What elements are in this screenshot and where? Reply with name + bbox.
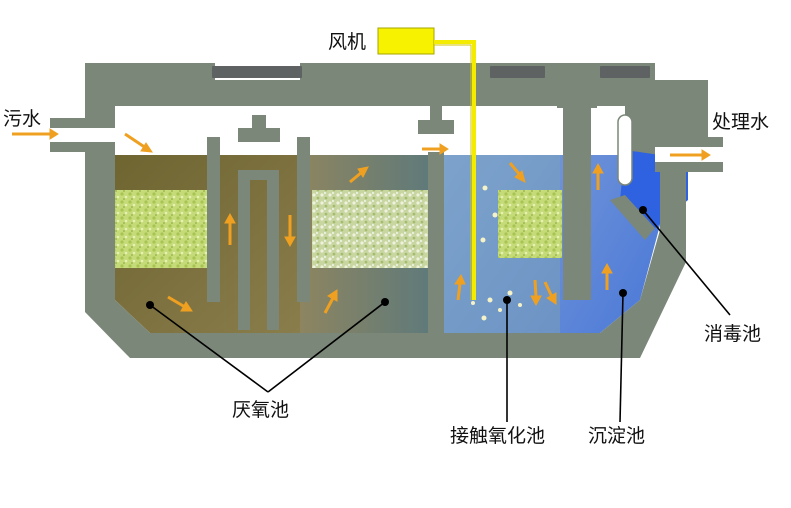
media-block-3 [498,190,562,258]
bubble [480,237,486,243]
inlet-pipe-upper [50,118,115,128]
arrow-outlet [670,149,711,161]
arrow-ox-diag [543,281,557,305]
arrow-ox-right-down [530,279,542,307]
air-pipe [434,40,476,300]
arrow-ox-top [508,162,526,183]
label-disinfection-tank: 消毒池 [704,323,761,345]
baffle-1 [207,137,220,302]
disinfection-tube [617,114,633,186]
arrow-inlet-diag [124,132,153,153]
arrow-anaer2-up [323,289,338,314]
upipe-cap [238,170,279,180]
air-bubbles [471,185,522,321]
arrow-inlet [12,128,59,140]
top-slab-mid [300,80,490,100]
hatch-covers [212,66,650,78]
vent-stem [430,100,442,125]
blower-box [377,27,435,55]
flow-arrows [12,128,711,314]
inlet-pipe-lower [50,142,115,152]
leader-disinfection [642,209,731,316]
bubble [481,315,487,321]
bubble [487,297,493,303]
label-contact-oxidation-tank: 接触氧化池 [450,425,545,447]
divider-oxidation-sediment [563,100,591,300]
leader-sedimentation [619,292,624,423]
label-blower: 风机 [328,31,366,53]
label-treated-water: 处理水 [712,111,769,133]
bubble [498,308,502,312]
bubble [507,290,513,296]
upipe-left [238,175,250,330]
top-slab-left [115,80,215,100]
roof-band [115,100,625,106]
dot-oxidation [503,296,511,304]
dot-disinfection [639,206,647,214]
sediment-chimney [557,70,597,108]
arrow-anaer2-top [349,166,369,184]
arrow-sed-up [592,162,604,190]
upipe-right [267,175,279,330]
hatch-3 [600,66,650,78]
blower-assembly [377,27,476,300]
hatch-2 [490,66,545,78]
bubble [518,303,522,307]
vent-cap [418,120,454,134]
leader-lines [149,209,731,423]
label-anaerobic-tank: 厌氧池 [232,399,289,421]
label-sewage: 污水 [3,108,41,130]
arrow-anaer-bottom [167,295,193,312]
divider-anaerobic-oxidation [428,152,444,333]
filter-media [115,190,562,268]
arrow-sed-up2 [601,262,613,290]
leader-anaerobic-2 [267,301,386,393]
stem-cap [238,128,280,142]
bubble [471,301,475,305]
media-block-1 [115,190,207,268]
dot-anaerobic-2 [381,298,389,306]
arrow-anaer-up [224,212,236,245]
arrow-transfer [422,143,449,155]
dot-anaerobic-1 [146,301,154,309]
outlet-pipe-upper [655,137,723,147]
outlet-pipe-lower [655,162,723,172]
dot-sedimentation [619,289,627,297]
leader-anaerobic-1 [149,304,269,393]
arrow-anaer-down [284,215,296,248]
baffle-2 [297,137,310,302]
bubble [492,212,498,218]
disinfection-slope [610,195,655,240]
hatch-1 [212,66,302,78]
bubble [482,185,488,191]
leader-dots [146,206,647,309]
media-block-2 [312,190,428,268]
inlet-opening [50,128,115,142]
air-pipe-edge [434,44,472,300]
label-sedimentation-tank: 沉淀池 [588,425,645,447]
tank-walls [50,63,723,358]
arrow-ox-left-up [454,273,466,301]
